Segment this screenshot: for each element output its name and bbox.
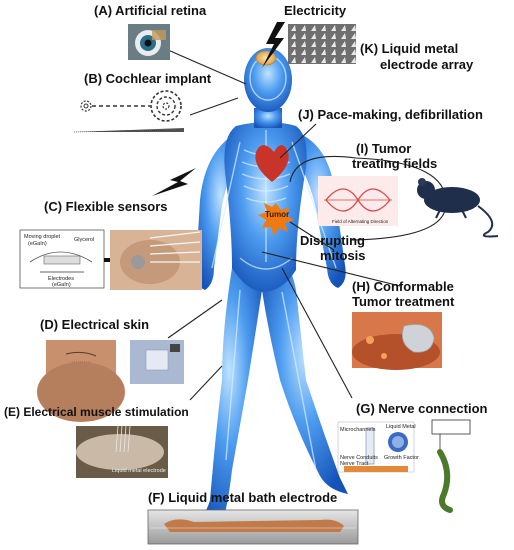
label-pace-making: (J) Pace-making, defibrillation	[298, 107, 483, 122]
brain-implant	[255, 50, 277, 66]
mouse-icon	[417, 178, 499, 238]
inset-egain-1: (eGaIn)	[28, 241, 47, 247]
inset-nerve-tract: Nerve Tract	[340, 461, 369, 467]
label-nerve-connection: (G) Nerve connection	[356, 401, 488, 416]
tumor-treatment-photo	[352, 312, 442, 370]
bath-electrode-graphic	[147, 509, 359, 545]
label-electricity: Electricity	[284, 3, 347, 18]
label-disrupting-1: Disrupting	[300, 233, 365, 248]
label-muscle-stimulation: (E) Electrical muscle stimulation	[4, 405, 189, 419]
inset-microchannels: Microchannels	[340, 427, 376, 433]
label-liquid-metal-k1: (K) Liquid metal	[360, 41, 459, 56]
label-conformable-1: (H) Conformable	[352, 279, 454, 294]
label-flexible-sensors: (C) Flexible sensors	[44, 199, 168, 214]
tumor-field-schematic	[318, 176, 398, 226]
label-electrical-skin: (D) Electrical skin	[40, 317, 150, 332]
inset-liquid-metal-electrode: Liquid metal electrode	[112, 468, 166, 474]
human-body-figure	[195, 48, 348, 524]
inset-egain-2: (eGaIn)	[52, 282, 71, 288]
retina-photo	[128, 24, 170, 60]
leader-lines	[167, 49, 447, 401]
electrical-skin-photo-arm	[130, 340, 184, 384]
electrode-array-photo	[288, 24, 356, 64]
label-disrupting-2: mitosis	[320, 248, 366, 263]
heart-icon	[255, 145, 289, 182]
label-tumor-fields-1: (I) Tumor	[356, 141, 412, 156]
inset-electrodes: Electrodes	[48, 276, 74, 282]
inset-growth-factor: Growth Factor	[384, 455, 419, 461]
flexible-sensor-schematic	[19, 229, 105, 289]
lightning-bolt-icon	[262, 22, 285, 68]
label-tumor-fields-2: treating fields	[352, 156, 438, 171]
lightning-bolt-icon	[152, 168, 196, 196]
inset-moving-droplet: Moving droplet	[24, 234, 61, 240]
label-cochlear-implant: (B) Cochlear implant	[84, 71, 212, 86]
flexible-sensor-photo	[110, 230, 202, 290]
cochlear-implant-graphic	[73, 90, 185, 133]
label-artificial-retina: (A) Artificial retina	[94, 3, 207, 18]
label-tumor: Tumor	[265, 210, 290, 219]
inset-liquid-metal: Liquid Metal	[386, 424, 416, 430]
electrical-skin-photo-chest	[37, 340, 125, 422]
inset-field-direction: Field of Alternating Direction	[332, 219, 389, 224]
label-liquid-metal-k2: electrode array	[380, 57, 474, 72]
nerve-conduit-schematic	[337, 421, 415, 473]
muscle-stimulation-photo	[76, 425, 168, 478]
tumor-icon	[258, 203, 294, 236]
nerve-connection-frog-graphic	[431, 419, 471, 513]
label-bath-electrode: (F) Liquid metal bath electrode	[148, 490, 338, 505]
inset-glycerol: Glycerol	[74, 237, 95, 243]
label-conformable-2: Tumor treatment	[352, 294, 455, 309]
inset-nerve-conduits: Nerve Conduits	[340, 455, 378, 461]
